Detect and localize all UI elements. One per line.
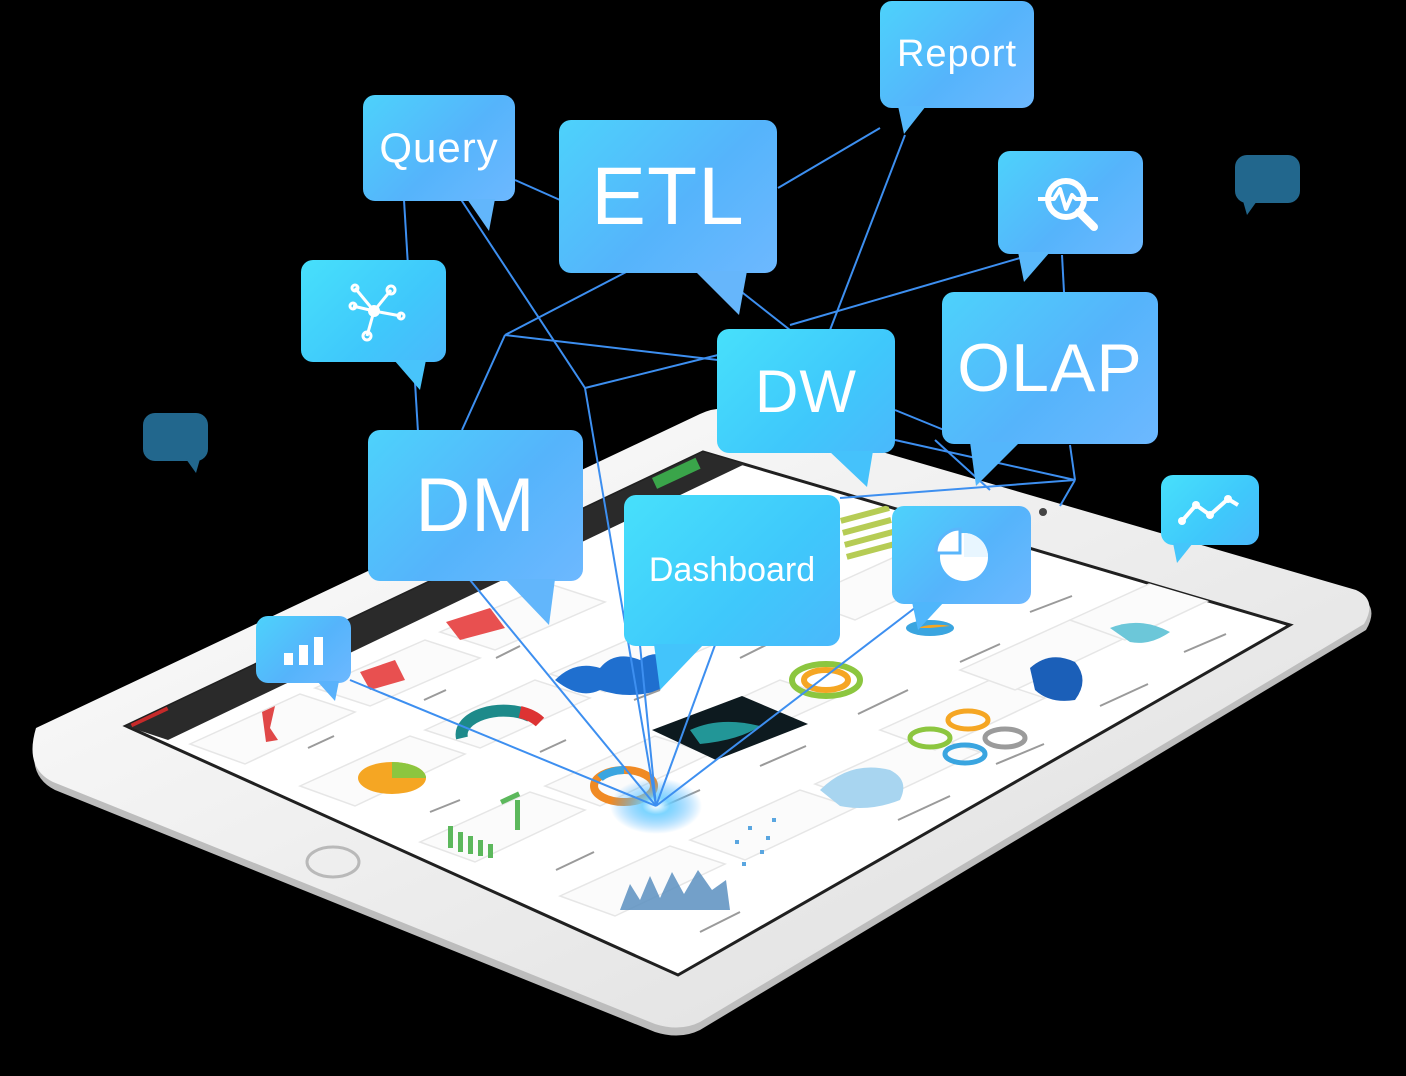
line-chart-icon bbox=[1178, 495, 1240, 525]
bubble-tail bbox=[186, 459, 200, 473]
bar-chart-bubble[interactable] bbox=[256, 616, 351, 701]
etl-label: ETL bbox=[591, 150, 745, 242]
small-chat-bubble-left bbox=[143, 413, 208, 473]
tablet-camera bbox=[1039, 508, 1047, 516]
bubble-tail bbox=[317, 681, 339, 701]
bubble-tail bbox=[829, 451, 873, 487]
report-label: Report bbox=[896, 33, 1018, 75]
dm-label: DM bbox=[415, 463, 536, 548]
bubble-tail bbox=[912, 602, 944, 630]
network-nodes-icon bbox=[348, 283, 405, 342]
dashboard-label: Dashboard bbox=[648, 551, 816, 589]
pie-chart-icon bbox=[933, 527, 988, 581]
small-chat-bubble-right bbox=[1235, 155, 1300, 215]
dw-bubble: DW bbox=[717, 329, 895, 487]
query-label: Query bbox=[379, 124, 499, 171]
network-bubble[interactable] bbox=[301, 260, 446, 390]
pie-chart-bubble[interactable] bbox=[892, 506, 1031, 630]
bubble-tail bbox=[1243, 201, 1257, 215]
bar-chart-icon bbox=[283, 636, 323, 665]
bubble-tail bbox=[898, 106, 926, 134]
magnifier-pulse-icon bbox=[1037, 177, 1098, 231]
bubble-tail bbox=[695, 271, 747, 315]
bubble-tail bbox=[467, 199, 495, 231]
dashboard-screen bbox=[126, 452, 1238, 933]
bubble-tail bbox=[654, 644, 704, 690]
report-bubble: Report bbox=[880, 1, 1034, 134]
bubble-tail bbox=[1173, 543, 1193, 563]
bubble-tail bbox=[505, 579, 555, 625]
line-chart-bubble[interactable] bbox=[1161, 475, 1259, 563]
dm-bubble: DM bbox=[368, 430, 583, 625]
olap-bubble: OLAP bbox=[942, 292, 1158, 486]
home-button[interactable] bbox=[305, 845, 361, 879]
etl-bubble: ETL bbox=[559, 120, 777, 315]
dw-label: DW bbox=[755, 357, 857, 425]
bubble-tail bbox=[1018, 252, 1050, 282]
query-bubble: Query bbox=[363, 95, 515, 231]
analysis-bubble[interactable] bbox=[998, 151, 1143, 282]
bubble-tail bbox=[970, 442, 1020, 486]
olap-label: OLAP bbox=[957, 330, 1143, 406]
dashboard-bubble: Dashboard bbox=[624, 495, 840, 690]
bubble-tail bbox=[394, 360, 426, 390]
